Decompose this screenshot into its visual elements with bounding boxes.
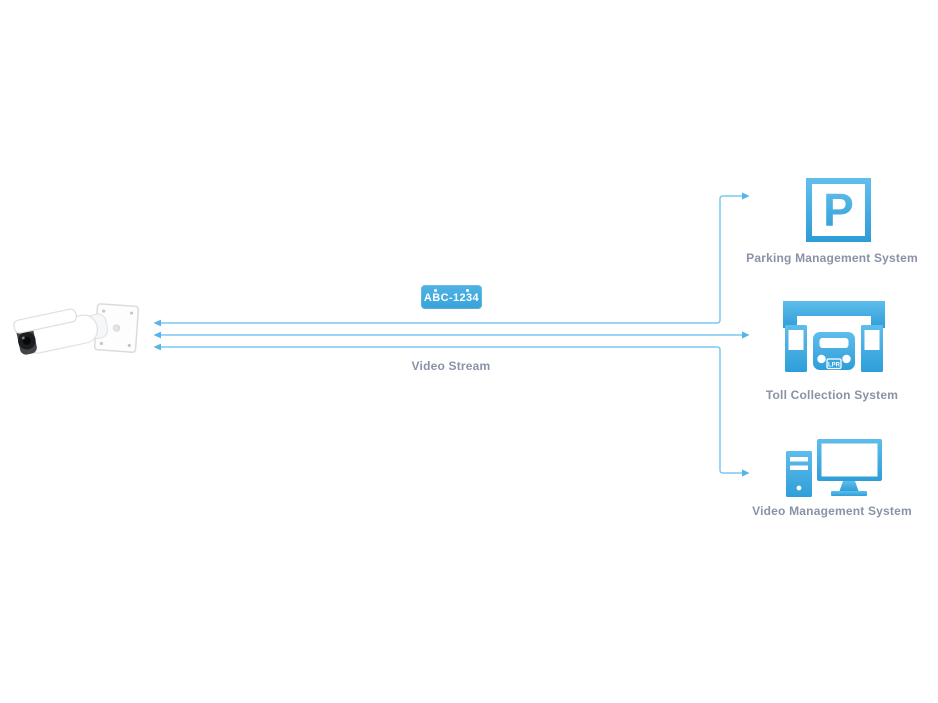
connector-line-parking [161, 195, 742, 324]
camera-sunshield [13, 308, 77, 334]
plate-screw-dot [466, 288, 469, 292]
arrowhead-left-camera-3-icon [153, 343, 161, 351]
toll-gate-car-icon: LPR [782, 301, 886, 373]
camera-mount-plate [93, 303, 140, 353]
parking-p-letter: P [823, 184, 854, 236]
arrowhead-right-toll-icon [742, 331, 750, 339]
desktop-computer-icon [784, 437, 884, 497]
computer-monitor [817, 439, 882, 496]
toll-system-label: Toll Collection System [765, 388, 899, 402]
arrowhead-right-vms-icon [742, 469, 750, 477]
car-icon: LPR [813, 332, 855, 370]
vms-system-label: Video Management System [752, 504, 912, 518]
license-plate-text: ABC-1234 [423, 292, 480, 304]
car-plate-text: LPR [828, 363, 841, 369]
video-stream-label: Video Stream [411, 359, 491, 373]
toll-gantry-beam [783, 301, 885, 328]
parking-sign-icon: P [806, 178, 871, 242]
camera-body [13, 308, 109, 355]
plate-screw-dot [434, 288, 437, 292]
arrowhead-left-camera-2-icon [153, 331, 161, 339]
arrowhead-right-parking-icon [742, 192, 750, 200]
connector-line-vms [161, 346, 742, 474]
arrowhead-left-camera-1-icon [153, 319, 161, 327]
computer-tower [786, 451, 812, 497]
license-plate-badge: ABC-1234 [421, 285, 482, 309]
parking-system-label: Parking Management System [746, 251, 918, 265]
lpr-camera-image [12, 299, 140, 375]
